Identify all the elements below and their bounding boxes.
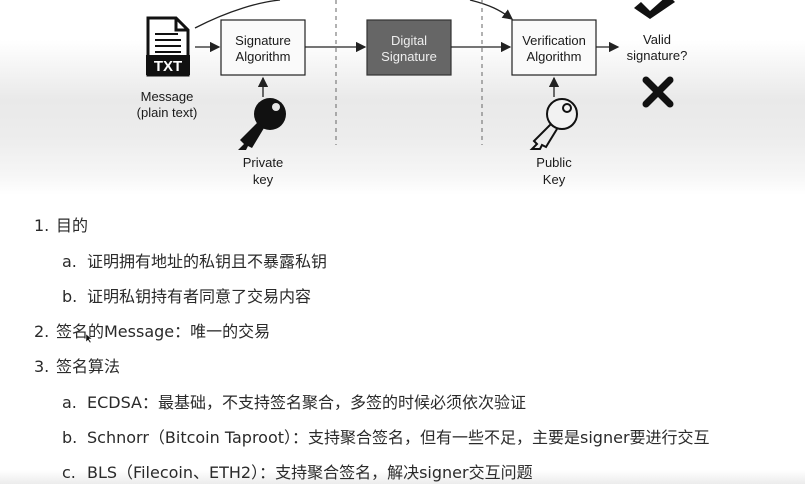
list-number: 1.	[34, 216, 50, 235]
digital-sig-line2: Signature	[381, 49, 437, 64]
list-item-3: 3. 签名算法	[34, 353, 120, 377]
signature-diagram: TXT Message (plain text) Signature Algor…	[137, 0, 688, 187]
txt-file-icon: TXT	[146, 16, 190, 77]
list-item-text: ECDSA：最基础，不支持签名聚合，多签的时候必须依次验证	[87, 393, 527, 412]
list-item-3c: c. BLS（Filecoin、ETH2）：支持聚合签名，解决signer交互问题	[62, 459, 533, 483]
list-item-1: 1. 目的	[34, 212, 88, 236]
private-key-label-line1: Private	[243, 155, 283, 170]
list-number: 3.	[34, 357, 50, 376]
private-key-label-line2: key	[253, 172, 274, 187]
list-number: 2.	[34, 322, 50, 341]
digital-sig-line1: Digital	[391, 33, 427, 48]
valid-label-line2: signature?	[627, 48, 688, 63]
verify-box-line2: Algorithm	[527, 49, 582, 64]
list-letter: a.	[62, 393, 77, 412]
sign-box-line2: Algorithm	[236, 49, 291, 64]
list-letter: b.	[62, 287, 78, 306]
list-item-text: 签名算法	[56, 357, 121, 376]
list-item-text: Schnorr（Bitcoin Taproot）：支持聚合签名，但有一些不足，主…	[87, 428, 710, 447]
verification-algorithm-box	[511, 19, 597, 76]
public-key-icon	[529, 98, 578, 150]
digital-signature-box	[366, 19, 452, 76]
verify-box-line1: Verification	[522, 33, 586, 48]
list-item-text: 证明拥有地址的私钥且不暴露私钥	[87, 252, 328, 271]
list-item-3b: b. Schnorr（Bitcoin Taproot）：支持聚合签名，但有一些不足…	[62, 424, 710, 448]
message-label-line2: (plain text)	[137, 105, 198, 120]
list-item-3a: a. ECDSA：最基础，不支持签名聚合，多签的时候必须依次验证	[62, 389, 526, 413]
top-curve-right	[469, 0, 514, 20]
list-item-text: 签名的Message：唯一的交易	[56, 322, 271, 341]
list-item-text: 目的	[56, 216, 89, 235]
private-key-icon	[238, 98, 286, 150]
check-icon	[634, 0, 675, 19]
valid-label-line1: Valid	[643, 32, 671, 47]
list-item-2: 2. 签名的Message：唯一的交易	[34, 318, 270, 342]
sign-box-line1: Signature	[235, 33, 291, 48]
public-key-label-line1: Public	[536, 155, 572, 170]
message-label-line1: Message	[141, 89, 194, 104]
mouse-cursor-icon	[86, 334, 92, 343]
list-letter: c.	[62, 463, 76, 482]
signature-algorithm-box	[220, 19, 306, 76]
list-letter: b.	[62, 428, 78, 447]
public-key-label-line2: Key	[543, 172, 566, 187]
list-item-text: BLS（Filecoin、ETH2）：支持聚合签名，解决signer交互问题	[87, 463, 533, 482]
list-item-1b: b. 证明私钥持有者同意了交易内容	[62, 283, 311, 307]
list-letter: a.	[62, 252, 77, 271]
list-item-1a: a. 证明拥有地址的私钥且不暴露私钥	[62, 248, 327, 272]
cross-icon	[642, 76, 674, 108]
list-item-text: 证明私钥持有者同意了交易内容	[87, 287, 312, 306]
txt-icon-label: TXT	[154, 58, 182, 75]
top-curve-left	[194, 0, 281, 29]
